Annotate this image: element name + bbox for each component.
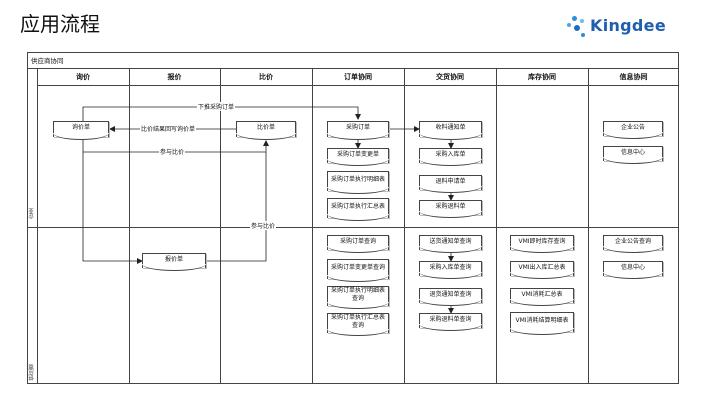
node-label: 退料申请单 (435, 177, 466, 185)
node-return-query[interactable]: 采购退料单查询 (419, 313, 482, 331)
node-label: VMI消耗结算明细表 (515, 317, 569, 324)
col-head-order: 订单协同 (344, 73, 372, 81)
node-label: 询价单 (71, 124, 90, 131)
col-divider-2 (220, 68, 221, 384)
node-supplier-msg-center[interactable]: 信息中心 (603, 261, 663, 279)
col-divider-1 (129, 68, 130, 384)
lane-divider (27, 227, 679, 228)
node-label: VMI消耗汇总表 (521, 290, 563, 298)
node-quote-sheet[interactable]: 报价单 (142, 253, 206, 271)
node-label: 企业公告 (620, 123, 645, 131)
edge-label-join-compare-2: 参与比价 (250, 221, 277, 230)
node-label: 比价单 (256, 124, 275, 131)
node-label: 报价单 (164, 255, 183, 263)
col-divider-3 (312, 68, 313, 384)
node-label: 采购订单执行明细表 (330, 176, 385, 183)
node-label: 收料通知单 (435, 124, 466, 131)
node-vmi-consume-summary[interactable]: VMI消耗汇总表 (510, 288, 574, 306)
edge-label-writeback: 比价结果回写询价单 (140, 124, 197, 133)
node-label: 企业公告查询 (614, 237, 651, 245)
node-label: VMI出入库汇总表 (518, 263, 566, 271)
node-vmi-out-summary[interactable]: VMI出入库汇总表 (510, 261, 574, 279)
node-return-request[interactable]: 退料申请单 (419, 175, 482, 193)
kingdee-logo: Kingdee (566, 14, 686, 42)
node-label: 采购订单执行汇总表 (330, 203, 385, 210)
lane-label-enterprise: 企业 (29, 208, 35, 219)
node-label: 采购入库单 (435, 150, 466, 158)
node-purchase-return[interactable]: 采购退料单 (419, 200, 482, 218)
frame-title: 供应商协同 (31, 57, 64, 65)
col-head-inventory: 库存协同 (528, 73, 556, 81)
node-label: 采购退料单 (435, 202, 466, 210)
node-label: 采购订单变更单查询 (330, 264, 385, 271)
node-inquiry-sheet[interactable]: 询价单 (53, 121, 109, 140)
node-vmi-settle-detail[interactable]: VMI消耗结算明细表 (510, 312, 574, 335)
node-label: 送货通知单查询 (429, 237, 472, 245)
node-po-exec-summary-query[interactable]: 采购订单执行汇总表查询 (327, 313, 389, 336)
col-head-delivery: 交货协同 (436, 73, 464, 81)
lane-label-divider (37, 68, 38, 384)
logo-dot-5 (581, 33, 585, 37)
col-divider-6 (588, 68, 589, 384)
header-divider (37, 85, 679, 86)
node-label: 采购订单变更单 (336, 150, 379, 158)
node-purchase-receipt[interactable]: 采购入库单 (419, 148, 482, 166)
node-label: 采购订单执行汇总表查询 (330, 314, 385, 329)
page-title: 应用流程 (20, 12, 100, 36)
node-supplier-notice-query[interactable]: 企业公告查询 (603, 235, 663, 253)
node-po-change[interactable]: 采购订单变更单 (327, 148, 389, 166)
col-divider-5 (496, 68, 497, 384)
lane-label-supplier: 供应商 (29, 364, 35, 381)
logo-dot-2 (567, 23, 571, 27)
node-label: VMI即时库存查询 (518, 237, 566, 245)
swimlane-frame (27, 52, 679, 384)
node-enterprise-notice[interactable]: 企业公告 (603, 121, 663, 139)
node-label: 信息中心 (620, 263, 645, 271)
col-divider-4 (404, 68, 405, 384)
col-head-inquiry: 询价 (76, 73, 90, 81)
logo-dot-1 (572, 16, 577, 21)
logo-dot-4 (580, 19, 584, 23)
logo-dot-3 (574, 25, 580, 31)
node-label: 采购订单执行明细表查询 (330, 287, 385, 302)
node-po-query[interactable]: 采购订单查询 (327, 235, 389, 253)
node-label: 采购退料单查询 (429, 315, 472, 323)
node-receipt-notice[interactable]: 收料通知单 (419, 121, 482, 140)
col-head-quote: 报价 (167, 73, 182, 81)
node-delivery-notice-query[interactable]: 送货通知单查询 (419, 235, 482, 253)
frame-title-divider (27, 68, 679, 69)
node-label: 采购订单查询 (339, 237, 376, 245)
node-label: 采购入库单查询 (429, 263, 472, 271)
node-enterprise-msg-center[interactable]: 信息中心 (603, 146, 663, 164)
node-receipt-query[interactable]: 采购入库单查询 (419, 261, 482, 279)
node-label: 退货通知单查询 (429, 290, 472, 298)
node-po-exec-summary[interactable]: 采购订单执行汇总表 (327, 198, 389, 221)
node-po-exec-detail-query[interactable]: 采购订单执行明细表查询 (327, 286, 389, 309)
node-label: 信息中心 (620, 148, 645, 156)
node-label: 采购订单 (345, 124, 370, 131)
node-po[interactable]: 采购订单 (327, 121, 389, 140)
node-po-exec-detail[interactable]: 采购订单执行明细表 (327, 171, 389, 194)
node-po-change-query[interactable]: 采购订单变更单查询 (327, 259, 389, 282)
logo-text: Kingdee (590, 16, 666, 35)
node-compare-sheet[interactable]: 比价单 (236, 121, 296, 140)
col-head-info: 信息协同 (619, 73, 648, 81)
edge-label-place-order: 下推采购订单 (197, 102, 236, 111)
node-return-notice-query[interactable]: 退货通知单查询 (419, 288, 482, 306)
col-head-compare: 比价 (259, 73, 273, 81)
node-vmi-stock-query[interactable]: VMI即时库存查询 (510, 235, 574, 253)
edge-label-join-compare-1: 参与比价 (159, 147, 186, 156)
